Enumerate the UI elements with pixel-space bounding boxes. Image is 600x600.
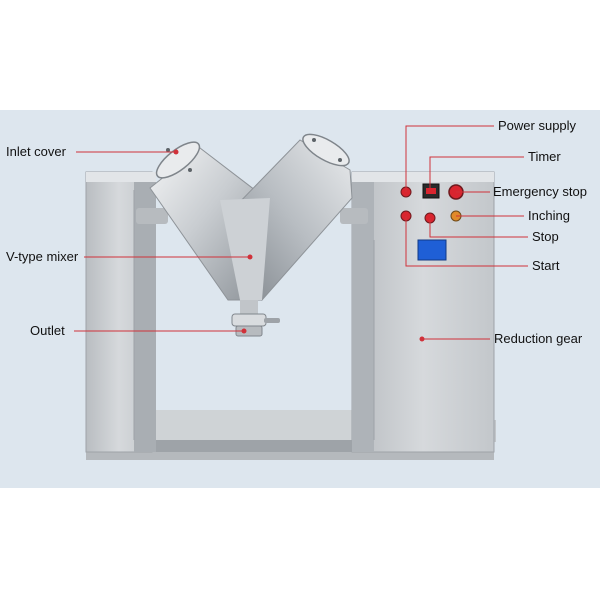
label-outlet: Outlet bbox=[30, 323, 65, 338]
outlet-valve bbox=[231, 313, 267, 327]
control-display bbox=[417, 239, 447, 261]
cabinet-side bbox=[352, 172, 374, 452]
label-timer: Timer bbox=[528, 149, 561, 164]
dot-reduction-gear bbox=[419, 336, 425, 342]
label-inching: Inching bbox=[528, 208, 570, 223]
left-pillar-top bbox=[86, 172, 156, 182]
right-axle bbox=[340, 208, 368, 224]
dot-inlet-cover bbox=[173, 149, 179, 155]
timer-digit bbox=[426, 188, 436, 194]
lid-bolt bbox=[188, 168, 192, 172]
label-power-supply: Power supply bbox=[498, 118, 577, 133]
left-axle bbox=[136, 208, 168, 224]
lid-bolt bbox=[166, 148, 170, 152]
label-stop: Stop bbox=[532, 229, 559, 244]
label-reduction-gear: Reduction gear bbox=[494, 331, 583, 346]
leader-lines bbox=[74, 125, 528, 340]
leader-dots bbox=[173, 149, 425, 342]
leader-stop bbox=[429, 218, 528, 238]
label-emergency-stop: Emergency stop bbox=[493, 184, 587, 199]
dot-v-type-mixer bbox=[247, 254, 253, 260]
lid-bolt bbox=[338, 158, 342, 162]
left-pillar-inner bbox=[134, 172, 156, 452]
mixer-center bbox=[220, 198, 270, 300]
label-v-type-mixer: V-type mixer bbox=[6, 249, 79, 264]
right-lid bbox=[302, 133, 350, 167]
dot-outlet bbox=[241, 328, 247, 334]
lid-bolt bbox=[312, 138, 316, 142]
outlet-handle bbox=[264, 318, 280, 323]
outlet-neck bbox=[240, 300, 258, 314]
leader-power-supply bbox=[405, 125, 494, 192]
label-inlet-cover: Inlet cover bbox=[6, 144, 66, 159]
base-floor bbox=[138, 440, 384, 452]
cabinet-top bbox=[352, 172, 494, 182]
label-start: Start bbox=[532, 258, 560, 273]
control-cabinet bbox=[351, 171, 495, 453]
leader-start bbox=[405, 216, 528, 267]
leader-timer bbox=[429, 156, 524, 188]
